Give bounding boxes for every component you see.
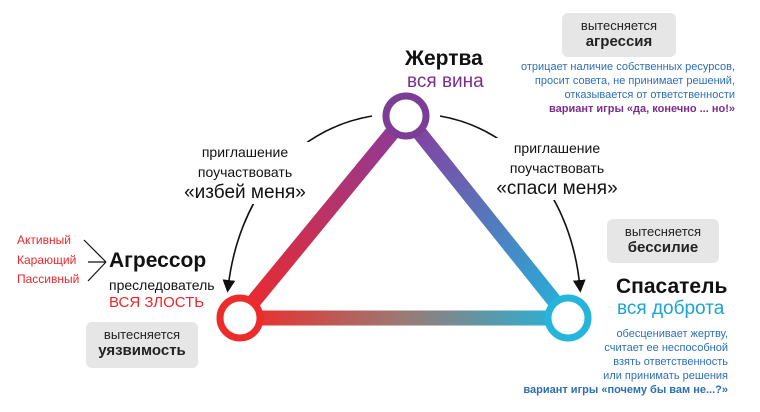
victim-suppressed-box: вытесняется агрессия bbox=[562, 13, 676, 57]
edge-victim-persecutor bbox=[232, 108, 414, 326]
rescuer-node bbox=[544, 294, 592, 342]
invite-save-me-line1: приглашение bbox=[513, 140, 601, 156]
persecutor-node bbox=[216, 294, 264, 342]
victim-subtitle: вся вина bbox=[407, 71, 484, 92]
victim-title: Жертва bbox=[405, 47, 483, 70]
persecutor-types: Активный Карающий Пассивный bbox=[17, 231, 79, 290]
victim-suppressed-label: вытесняется bbox=[580, 18, 658, 33]
invite-save-me: приглашение поучаствовать «спаси меня» bbox=[494, 138, 620, 200]
invite-beat-me-phrase: «избей меня» bbox=[184, 182, 306, 203]
bracket-line-passive bbox=[87, 261, 107, 282]
victim-note-line: отрицает наличие собственных ресурсов, bbox=[520, 61, 735, 73]
rescuer-game: вариант игры «почему бы вам не...?» bbox=[523, 384, 728, 396]
invite-save-me-phrase: «спаси меня» bbox=[496, 178, 618, 199]
persecutor-type-active: Активный bbox=[17, 233, 71, 247]
persecutor-title: Агрессор bbox=[109, 249, 207, 272]
victim-note-line: просит совета, не принимает решений, bbox=[534, 75, 735, 87]
rescuer-title: Спасатель bbox=[616, 275, 728, 298]
edge-victim-rescuer bbox=[398, 108, 576, 326]
victim-notes: отрицает наличие собственных ресурсов, п… bbox=[521, 60, 735, 116]
rescuer-note-line: или принимать решения bbox=[603, 370, 728, 382]
invite-beat-me-line2: поучаствовать bbox=[197, 164, 293, 180]
rescuer-suppressed-label: вытесняется bbox=[624, 224, 702, 239]
invite-beat-me: приглашение поучаствовать «избей меня» bbox=[179, 142, 311, 204]
victim-node bbox=[382, 92, 430, 140]
rescuer-suppressed-value: бессилие bbox=[627, 239, 699, 256]
rescuer-subtitle: вся доброта bbox=[617, 298, 725, 319]
victim-note-line: отказывается от ответственности bbox=[564, 89, 735, 101]
invite-save-me-line2: поучаствовать bbox=[509, 160, 605, 176]
bracket-line-active bbox=[83, 239, 107, 263]
persecutor-role-line: преследователь bbox=[109, 277, 215, 293]
persecutor-type-passive: Пассивный bbox=[17, 272, 80, 286]
victim-game: вариант игры «да, конечно ... но!» bbox=[548, 103, 735, 115]
invite-beat-me-line1: приглашение bbox=[201, 144, 289, 160]
persecutor-suppressed-label: вытесняется bbox=[103, 327, 181, 342]
persecutor-type-punishing: Карающий bbox=[17, 252, 77, 267]
rescuer-note-line: считает ее неспособной bbox=[604, 342, 728, 354]
rescuer-notes: обесценивает жертву, считает ее неспособ… bbox=[523, 327, 728, 397]
persecutor-subtitle: ВСЯ ЗЛОСТЬ bbox=[109, 294, 205, 311]
rescuer-suppressed-box: вытесняется бессилие bbox=[607, 219, 719, 263]
persecutor-suppressed-box: вытесняется уязвимость bbox=[86, 322, 198, 368]
rescuer-note-line: взять ответственность bbox=[613, 356, 728, 368]
victim-suppressed-value: агрессия bbox=[585, 33, 653, 50]
rescuer-note-line: обесценивает жертву, bbox=[616, 328, 728, 340]
persecutor-suppressed-value: уязвимость bbox=[98, 342, 186, 359]
